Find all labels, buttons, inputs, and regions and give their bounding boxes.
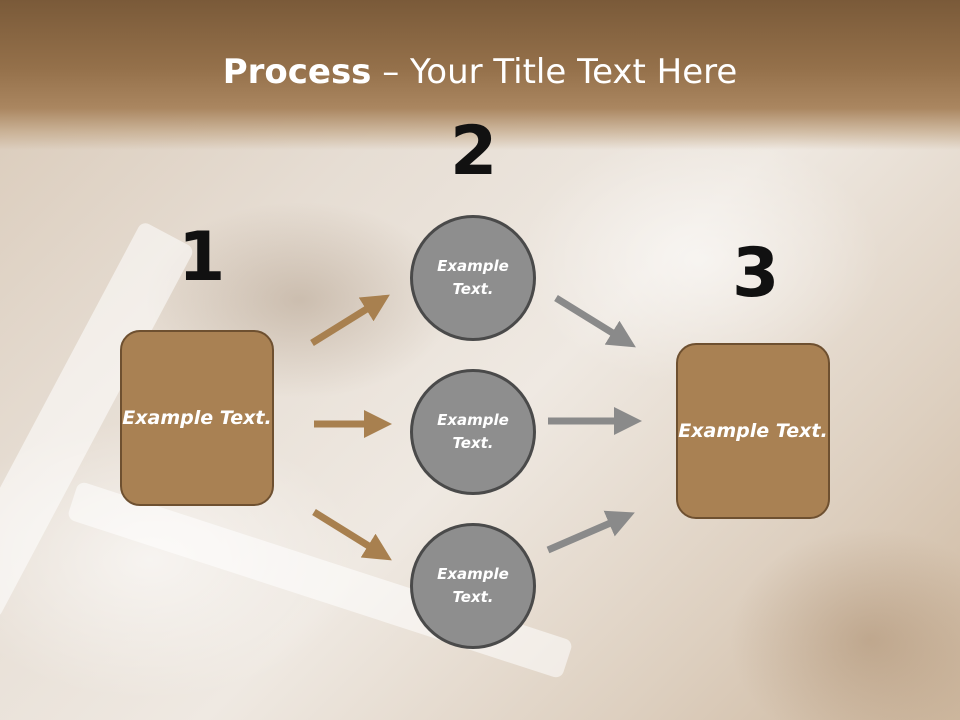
slide-title: Process – Your Title Text Here <box>0 52 960 92</box>
right-box-text: Example Text. <box>678 419 828 442</box>
circle-top-text: Example Text. <box>437 256 509 298</box>
right-box: Example Text. <box>676 343 830 519</box>
left-box: Example Text. <box>120 330 274 506</box>
circle-middle: Example Text. <box>410 369 536 495</box>
left-box-text: Example Text. <box>122 406 272 429</box>
arrow-bottom-to-right <box>546 510 635 554</box>
circle-middle-text: Example Text. <box>437 410 509 452</box>
arrow-left-to-bottom <box>312 509 392 561</box>
step-number-2: 2 <box>450 112 498 191</box>
arrow-left-to-top <box>310 294 390 346</box>
circle-bottom: Example Text. <box>410 523 536 649</box>
title-rest: – Your Title Text Here <box>371 52 738 92</box>
step-number-1: 1 <box>178 218 226 297</box>
title-bold: Process <box>222 52 372 92</box>
arrow-top-to-right <box>554 295 636 348</box>
header-band <box>0 0 960 150</box>
circle-bottom-text: Example Text. <box>437 564 509 606</box>
circle-top: Example Text. <box>410 215 536 341</box>
step-number-3: 3 <box>732 234 780 313</box>
